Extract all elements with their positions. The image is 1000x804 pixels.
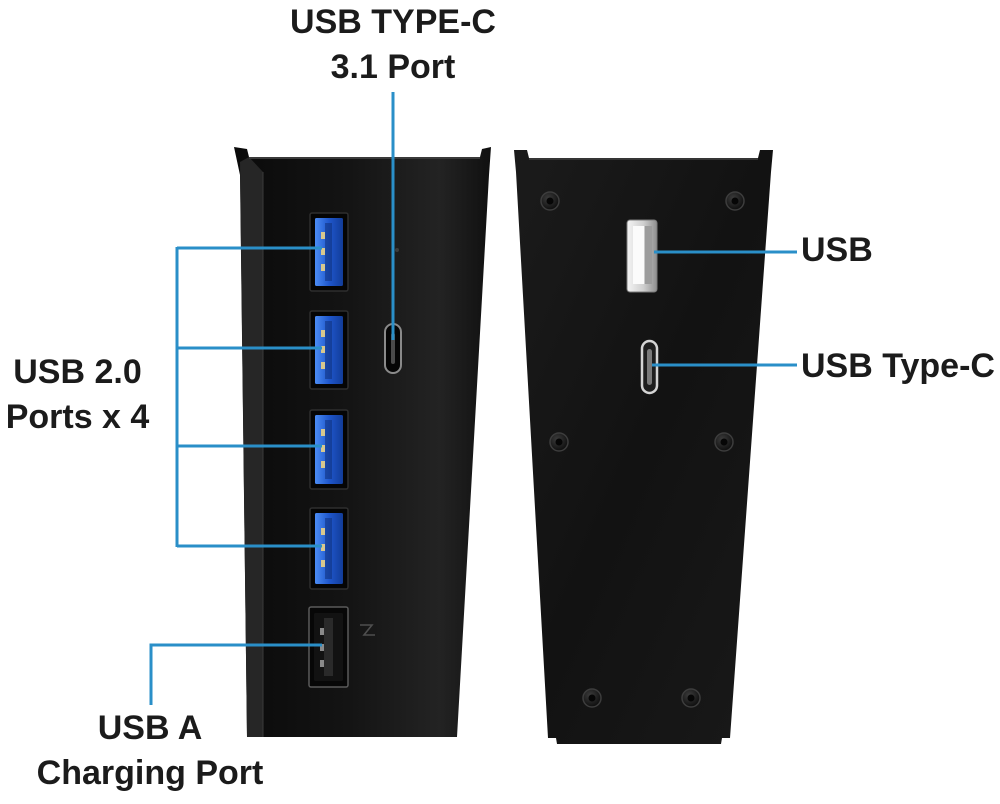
port-tongue	[325, 518, 332, 579]
port-contact	[321, 544, 325, 551]
usb-2-0-port-2	[309, 310, 349, 390]
label-usb-a-charging-port: USB A Charging Port	[0, 706, 300, 796]
port-contact	[321, 528, 325, 535]
screw-icon	[582, 688, 602, 708]
callout-line-usb-a-charging-port	[149, 643, 322, 705]
hub-back-view	[514, 150, 773, 744]
label-line: USB TYPE-C	[290, 3, 496, 41]
port-tongue	[325, 420, 332, 479]
label-line: USB A	[97, 709, 203, 747]
usb-2-0-port-3	[309, 409, 349, 490]
port-tongue	[324, 618, 333, 676]
port-contact	[321, 445, 325, 452]
usb-type-c-3-1-port	[384, 323, 402, 374]
port-contact	[320, 660, 324, 667]
port-tongue	[391, 333, 395, 364]
hub-front-view	[234, 147, 491, 737]
port-contact	[321, 232, 325, 239]
usb-a-charging-port	[308, 606, 349, 688]
screw-icon	[714, 432, 734, 452]
hub-back-body	[514, 150, 773, 744]
screw-icon	[681, 688, 701, 708]
usb-2-0-port-4	[309, 507, 349, 590]
label-line: USB Type-C	[801, 347, 995, 385]
screw-icon	[540, 191, 560, 211]
connector-insert	[633, 226, 644, 284]
usb-2-0-port-1	[309, 212, 349, 292]
usb-type-c-male-connector	[640, 339, 659, 395]
port-tongue	[325, 223, 332, 281]
port-contact	[321, 330, 325, 337]
port-contact	[320, 644, 324, 651]
label-line: Ports x 4	[5, 398, 150, 436]
indicator-dot	[395, 248, 399, 252]
screw-icon	[549, 432, 569, 452]
label-line: Charging Port	[36, 754, 264, 792]
port-contact	[321, 461, 325, 468]
label-usb-2-0-ports: USB 2.0 Ports x 4	[0, 350, 155, 440]
label-usb-type-c: USB Type-C	[801, 344, 995, 389]
hub-front-body	[234, 147, 491, 737]
label-usb-type-c-3-1-port: USB TYPE-C 3.1 Port	[243, 0, 543, 90]
label-usb: USB	[801, 228, 873, 273]
port-contact	[321, 429, 325, 436]
port-contact	[321, 560, 325, 567]
port-contact	[321, 248, 325, 255]
port-tongue	[325, 321, 332, 379]
port-contact	[320, 628, 324, 635]
connector-tongue	[647, 349, 652, 385]
port-contact	[321, 362, 325, 369]
screw-icon	[725, 191, 745, 211]
connector-cavity	[645, 226, 652, 284]
port-contact	[321, 264, 325, 271]
label-line: USB 2.0	[13, 353, 142, 391]
charging-symbol-icon	[360, 624, 375, 636]
callout-lines	[149, 92, 797, 705]
label-line: USB	[801, 231, 873, 269]
usb-a-male-connector	[626, 219, 658, 293]
label-line: 3.1 Port	[330, 48, 456, 86]
port-contact	[321, 346, 325, 353]
